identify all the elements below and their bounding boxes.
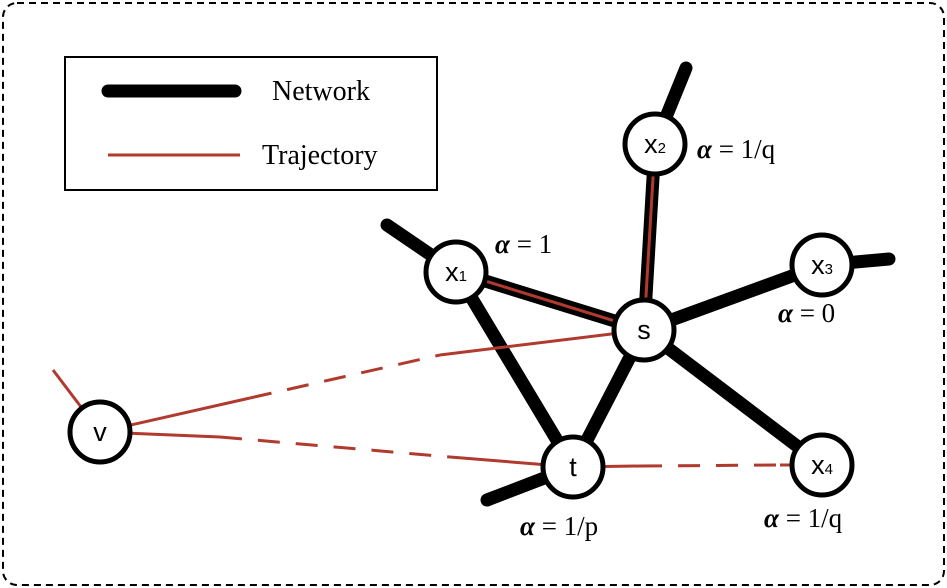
node-x1-sub: 1 [459, 268, 467, 285]
legend: Network Trajectory [64, 56, 438, 191]
edge-s-x4 [637, 323, 829, 472]
trajectory-s-x1 [455, 270, 645, 332]
node-x1: x1 [423, 239, 489, 305]
legend-trajectory-label: Trajectory [262, 140, 378, 171]
trajectory-v-s-dashed [249, 353, 441, 400]
node-x3-label: x [811, 250, 825, 280]
alpha-label-x3: α = 0 [778, 298, 835, 328]
trajectory-v-t-dashed [219, 435, 451, 459]
trajectory-t-x4-dashed [639, 463, 781, 468]
svg-text:x1: x1 [445, 257, 467, 287]
alpha-label-x2: α = 1/q [697, 134, 776, 164]
node-t: t [540, 434, 606, 500]
svg-text:x4: x4 [811, 450, 833, 480]
svg-text:x2: x2 [644, 129, 666, 159]
legend-box [64, 56, 438, 191]
node-x4-sub: 4 [825, 461, 833, 478]
node-x3-sub: 3 [825, 261, 833, 278]
svg-text:x3: x3 [811, 250, 833, 280]
node-s: s [611, 297, 677, 363]
alpha-label-x1: α = 1 [495, 229, 552, 259]
node-v-label: v [93, 417, 107, 447]
legend-network-label: Network [272, 76, 370, 107]
trajectory-v-s-solid-end [439, 328, 645, 357]
node-v: v [67, 399, 133, 465]
node-s-label: s [637, 315, 651, 345]
node-x4: x4 [789, 432, 855, 498]
alpha-label-x4: α = 1/q [764, 503, 843, 533]
alpha-label-t: α = 1/p [520, 511, 598, 541]
edge-x1-t [449, 265, 580, 474]
node-x2-label: x [644, 129, 658, 159]
node-x3: x3 [789, 232, 855, 298]
node-x2: x2 [622, 111, 688, 177]
node-t-label: t [569, 452, 577, 482]
node-x2-sub: 2 [658, 140, 666, 157]
node-x1-label: x [445, 257, 459, 287]
node-x4-label: x [811, 450, 825, 480]
